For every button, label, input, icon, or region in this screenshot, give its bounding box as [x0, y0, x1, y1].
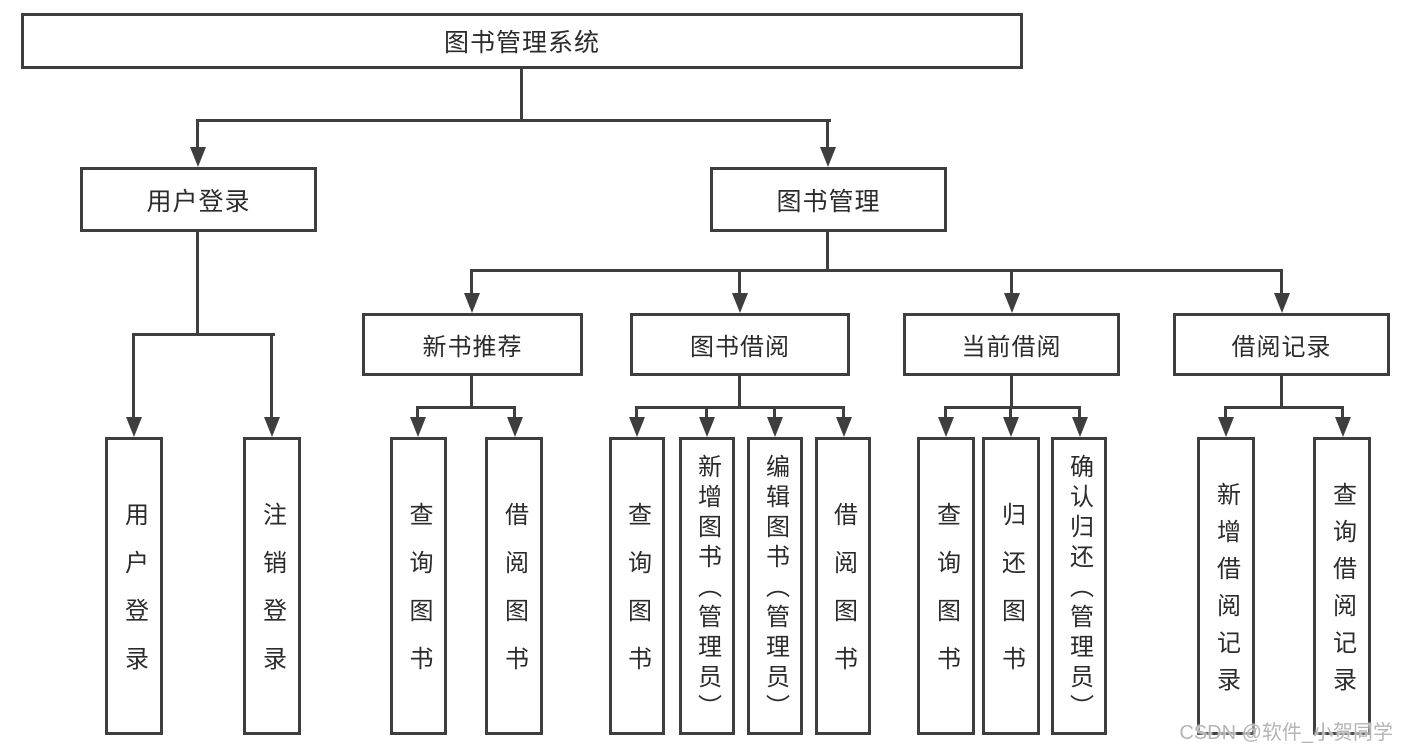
node-current-borrowing-label: 当前借阅 [961, 334, 1062, 361]
leaf-cb-confirm-return-admin-label: 确认归还（管理员） [1065, 454, 1093, 724]
connector-borrow-records-crossbar [1224, 406, 1344, 409]
connector-current-borrow-crossbar [944, 406, 1081, 409]
connector-to-new-book-rec [470, 269, 473, 295]
node-root-label: 图书管理系统 [443, 29, 600, 57]
leaf-user-login-label: 用户登录 [120, 502, 148, 694]
connector-root-crossbar [196, 119, 831, 122]
leaf-br-add-record-label: 新增借阅记录 [1212, 481, 1240, 704]
node-book-borrowing: 图书借阅 [630, 313, 850, 376]
connector-to-leaf-user-login [132, 333, 135, 419]
leaf-bb-add-books-admin-label: 新增图书（管理员） [693, 454, 721, 724]
node-book-management-label: 图书管理 [776, 187, 881, 216]
node-new-book-recommendation: 新书推荐 [362, 313, 583, 376]
connector-borrow-records-stem [1280, 376, 1283, 409]
leaf-rec-query-books-label: 查询图书 [405, 502, 432, 694]
node-root: 图书管理系统 [21, 13, 1023, 69]
connector-root-to-user-login [196, 119, 199, 149]
leaf-cb-return-books: 归还图书 [982, 437, 1040, 735]
arrowhead-new-book-rec [464, 293, 480, 313]
connector-to-book-borrow [738, 269, 741, 295]
connector-to-leaf-cb-query [944, 406, 947, 419]
arrowhead-leaf-bb-edit [767, 417, 783, 437]
arrowhead-leaf-user-login [126, 417, 142, 437]
connector-to-leaf-bb-add [705, 406, 708, 419]
connector-user-login-stem [196, 232, 199, 336]
leaf-bb-add-books-admin: 新增图书（管理员） [679, 437, 735, 735]
arrowhead-book-borrow [732, 293, 748, 313]
leaf-bb-edit-books-admin: 编辑图书（管理员） [747, 437, 803, 735]
arrowhead-current-borrow [1004, 293, 1020, 313]
node-borrowing-records: 借阅记录 [1173, 313, 1390, 376]
leaf-logout: 注销登录 [243, 437, 301, 735]
arrowhead-leaf-bb-borrow [836, 417, 852, 437]
leaf-user-login: 用户登录 [105, 437, 163, 735]
arrowhead-leaf-cb-return [1003, 417, 1019, 437]
connector-root-stem [520, 68, 523, 122]
arrowhead-leaf-logout [264, 417, 280, 437]
leaf-br-add-record: 新增借阅记录 [1197, 437, 1255, 735]
arrowhead-leaf-br-query [1335, 417, 1351, 437]
leaf-bb-query-books-label: 查询图书 [623, 502, 651, 694]
connector-to-leaf-cb-return [1009, 406, 1012, 419]
connector-root-to-book-mgmt [826, 119, 829, 149]
arrowhead-book-mgmt [820, 147, 836, 167]
connector-current-borrow-stem [1010, 376, 1013, 409]
leaf-bb-query-books: 查询图书 [609, 437, 665, 735]
leaf-bb-edit-books-admin-label: 编辑图书（管理员） [761, 454, 789, 724]
node-user-login: 用户登录 [80, 167, 317, 232]
arrowhead-leaf-bb-query [629, 417, 645, 437]
leaf-cb-query-books-label: 查询图书 [932, 502, 960, 694]
connector-to-leaf-br-add [1224, 406, 1227, 419]
connector-to-leaf-rec-borrow [513, 406, 516, 419]
connector-to-leaf-bb-query [635, 406, 638, 419]
arrowhead-user-login [190, 147, 206, 167]
connector-user-login-crossbar [132, 333, 275, 336]
arrowhead-leaf-br-add [1218, 417, 1234, 437]
leaf-bb-borrow-books: 借阅图书 [815, 437, 871, 735]
connector-to-leaf-bb-borrow [842, 406, 845, 419]
node-book-management: 图书管理 [710, 167, 947, 232]
leaf-logout-label: 注销登录 [258, 502, 286, 694]
csdn-watermark: CSDN @软件_小贺同学 [1179, 722, 1393, 744]
leaf-cb-query-books: 查询图书 [917, 437, 975, 735]
connector-book-mgmt-stem [826, 232, 829, 272]
node-new-book-recommendation-label: 新书推荐 [422, 334, 523, 361]
leaf-rec-borrow-books: 借阅图书 [485, 437, 543, 735]
arrowhead-leaf-cb-query [938, 417, 954, 437]
connector-to-leaf-logout [270, 333, 273, 419]
node-user-login-label: 用户登录 [146, 187, 251, 216]
leaf-cb-return-books-label: 归还图书 [997, 502, 1025, 694]
arrowhead-borrow-records [1274, 293, 1290, 313]
arrowhead-leaf-rec-query [410, 417, 426, 437]
connector-to-leaf-cb-confirm [1078, 406, 1081, 419]
connector-to-leaf-bb-edit [773, 406, 776, 419]
arrowhead-leaf-cb-confirm [1072, 417, 1088, 437]
leaf-br-query-record-label: 查询借阅记录 [1328, 481, 1356, 704]
connector-to-current-borrow [1010, 269, 1013, 295]
connector-book-borrow-crossbar [635, 406, 845, 409]
leaf-rec-query-books: 查询图书 [390, 437, 447, 735]
connector-new-book-rec-crossbar [416, 406, 516, 409]
node-book-borrowing-label: 图书借阅 [690, 334, 790, 361]
leaf-rec-borrow-books-label: 借阅图书 [500, 502, 528, 694]
connector-to-leaf-br-query [1341, 406, 1344, 419]
leaf-bb-borrow-books-label: 借阅图书 [829, 502, 857, 694]
node-borrowing-records-label: 借阅记录 [1231, 334, 1332, 361]
connector-new-book-rec-stem [470, 376, 473, 409]
connector-to-borrow-records [1280, 269, 1283, 295]
arrowhead-leaf-bb-add [699, 417, 715, 437]
arrowhead-leaf-rec-borrow [507, 417, 523, 437]
node-current-borrowing: 当前借阅 [903, 313, 1120, 376]
connector-to-leaf-rec-query [416, 406, 419, 419]
leaf-cb-confirm-return-admin: 确认归还（管理员） [1051, 437, 1107, 735]
connector-book-borrow-stem [738, 376, 741, 409]
connector-book-mgmt-crossbar [470, 269, 1283, 272]
leaf-br-query-record: 查询借阅记录 [1313, 437, 1371, 735]
